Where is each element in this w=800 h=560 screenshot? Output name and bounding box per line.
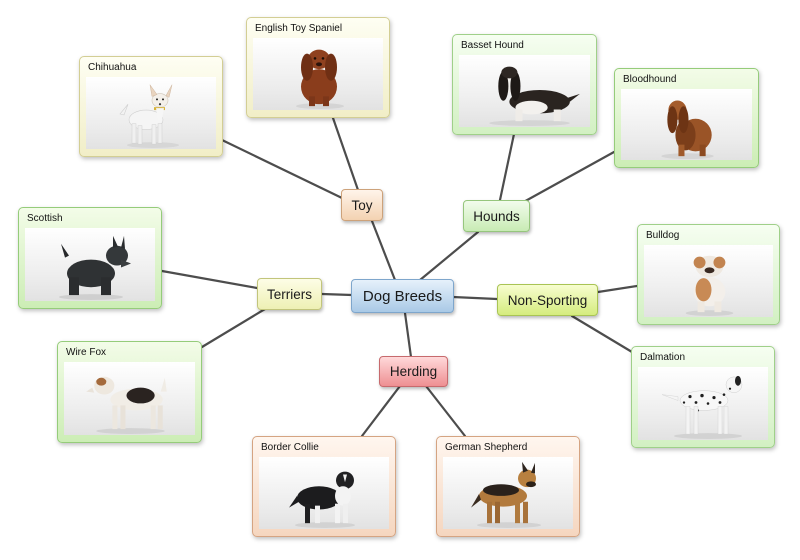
- connector-herding-german-shepherd: [424, 384, 467, 438]
- basset-hound-photo: [459, 55, 590, 127]
- english-toy-spaniel-photo: [253, 38, 383, 110]
- breed-card-german-shepherd[interactable]: German Shepherd: [436, 436, 580, 537]
- breed-label-basset-hound: Basset Hound: [461, 40, 524, 51]
- connector-toy-english-toy-spaniel: [331, 116, 360, 192]
- breed-card-chihuahua[interactable]: Chihuahua: [79, 56, 223, 157]
- breed-label-bloodhound: Bloodhound: [623, 74, 677, 85]
- group-node-herding[interactable]: Herding: [379, 356, 448, 387]
- group-label-hounds: Hounds: [473, 208, 520, 224]
- connector-herding-border-collie: [360, 384, 402, 438]
- connector-terriers-scottish: [160, 269, 259, 290]
- group-node-non-sporting[interactable]: Non-Sporting: [497, 284, 598, 316]
- group-node-toy[interactable]: Toy: [341, 189, 383, 221]
- connector-hounds-basset-hound: [498, 132, 516, 202]
- breed-label-border-collie: Border Collie: [261, 442, 319, 453]
- group-label-herding: Herding: [389, 364, 438, 379]
- breed-label-bulldog: Bulldog: [646, 230, 680, 241]
- group-label-terriers: Terriers: [266, 286, 312, 302]
- scottish-photo: [25, 228, 155, 301]
- breed-label-wire-fox: Wire Fox: [66, 347, 106, 358]
- border-collie-photo: [259, 457, 389, 529]
- breed-label-dalmation: Dalmation: [640, 352, 686, 363]
- breed-card-wire-fox[interactable]: Wire Fox: [57, 341, 202, 443]
- breed-card-dalmation[interactable]: Dalmation: [631, 346, 775, 448]
- connector-center-hounds: [418, 230, 480, 282]
- connector-non-sporting-dalmation: [570, 314, 634, 354]
- breed-card-basset-hound[interactable]: Basset Hound: [452, 34, 597, 135]
- connector-toy-chihuahua: [220, 138, 344, 200]
- connector-hounds-bloodhound: [518, 150, 616, 206]
- breed-label-chihuahua: Chihuahua: [88, 62, 137, 73]
- breed-card-bulldog[interactable]: Bulldog: [637, 224, 780, 325]
- breed-card-bloodhound[interactable]: Bloodhound: [614, 68, 759, 168]
- chihuahua-photo: [86, 77, 216, 149]
- connector-terriers-wire-fox: [200, 307, 267, 349]
- breed-card-border-collie[interactable]: Border Collie: [252, 436, 396, 537]
- dalmation-photo: [638, 367, 768, 440]
- group-node-terriers[interactable]: Terriers: [257, 278, 322, 310]
- group-label-toy: Toy: [351, 197, 373, 213]
- breed-card-english-toy-spaniel[interactable]: English Toy Spaniel: [246, 17, 390, 118]
- bloodhound-photo: [621, 89, 752, 160]
- breed-label-scottish: Scottish: [27, 213, 63, 224]
- center-topic-dog-breeds[interactable]: Dog Breeds: [351, 279, 454, 313]
- connector-center-herding: [403, 311, 413, 359]
- group-node-hounds[interactable]: Hounds: [463, 200, 530, 232]
- breed-label-german-shepherd: German Shepherd: [445, 442, 528, 453]
- group-label-non-sporting: Non-Sporting: [507, 292, 588, 308]
- german-shepherd-photo: [443, 457, 573, 529]
- connector-center-toy: [370, 219, 397, 282]
- breed-label-english-toy-spaniel: English Toy Spaniel: [255, 23, 343, 34]
- wire-fox-photo: [64, 362, 195, 435]
- center-topic-label: Dog Breeds: [362, 287, 443, 305]
- connector-center-terriers: [320, 292, 354, 297]
- breed-card-scottish[interactable]: Scottish: [18, 207, 162, 309]
- connector-center-non-sporting: [451, 295, 499, 301]
- bulldog-photo: [644, 245, 773, 317]
- connector-non-sporting-bulldog: [596, 284, 639, 294]
